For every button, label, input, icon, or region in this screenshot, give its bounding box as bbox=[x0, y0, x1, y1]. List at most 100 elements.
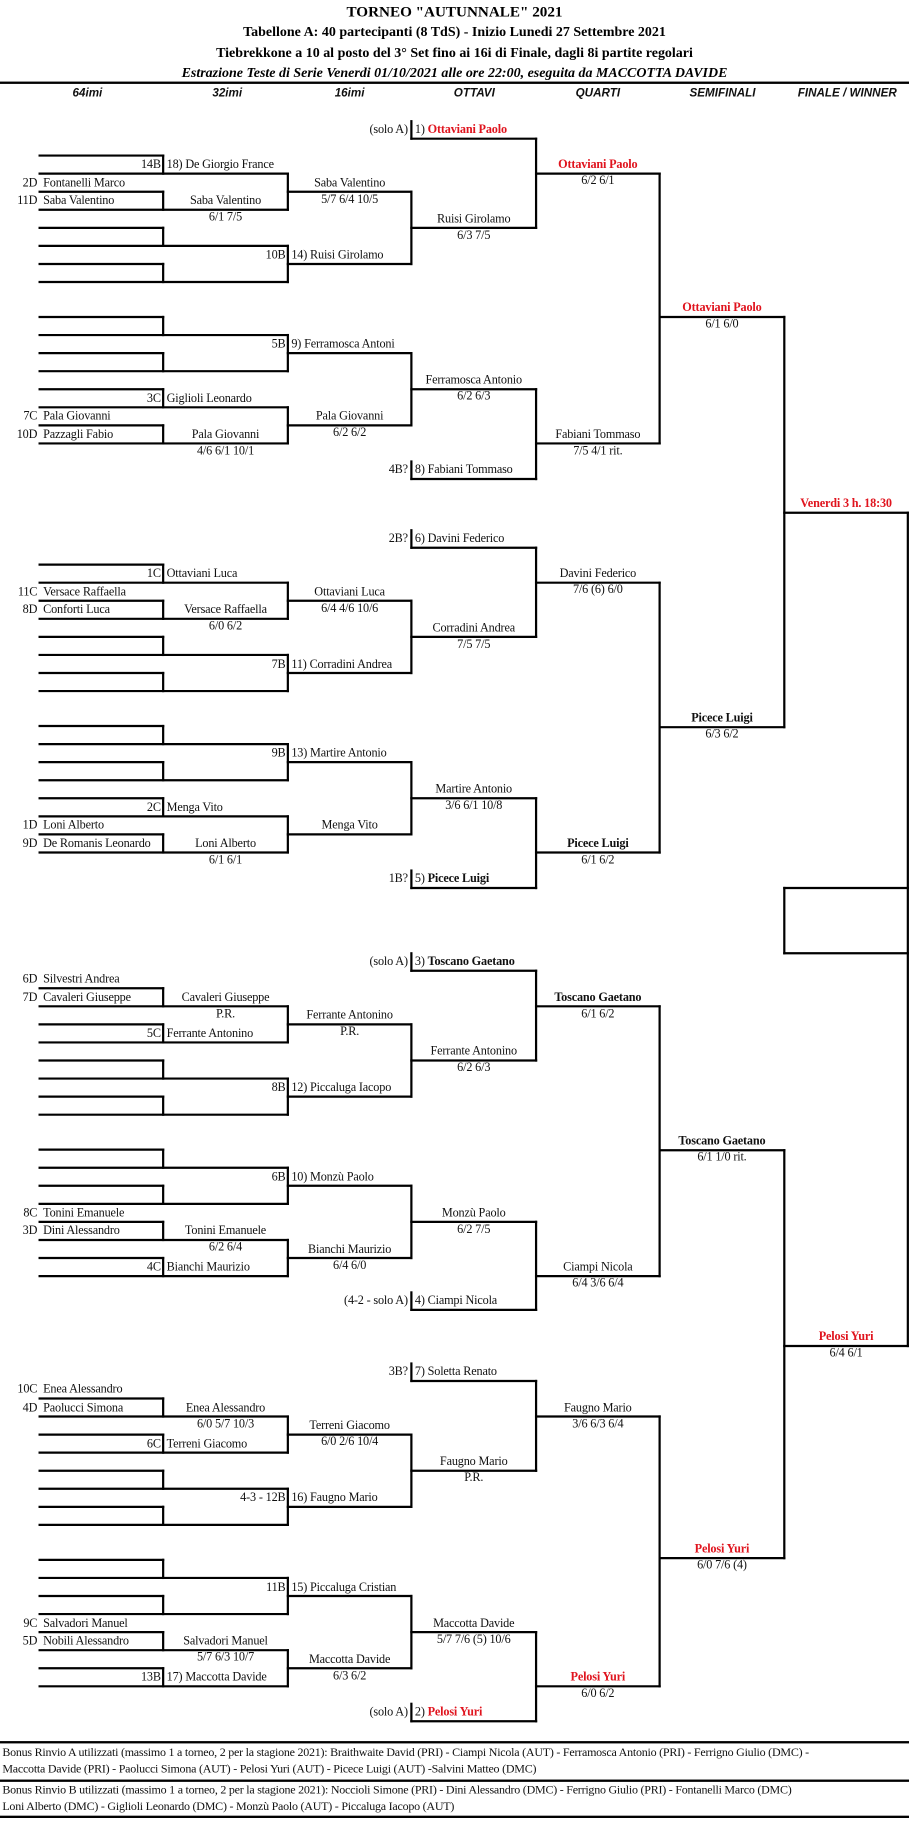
bonus-a-line-2: Maccotta Davide (PRI) - Paolucci Simona … bbox=[2, 1763, 537, 1777]
32imi-winner-score: 6/0 5/7 10/3 bbox=[196, 1417, 255, 1431]
bonus-b-line-1: Bonus Rinvio B utilizzati (massimo 1 a t… bbox=[2, 1784, 792, 1798]
32imi-entry-seed-code: 13B bbox=[140, 1671, 161, 1684]
32imi-entry-player: 18) De Giorgio France bbox=[166, 158, 274, 172]
64imi-player: Salvadori Manuel bbox=[43, 1616, 128, 1630]
final-schedule-name: Venerdi 3 h. 18:30 bbox=[800, 497, 892, 511]
seed-entry-q2-bottom: 5) Picece Luigi bbox=[415, 873, 489, 887]
32imi-entry-seed-code: 3C bbox=[146, 392, 161, 405]
seed-prefix: (4-2 - solo A) bbox=[344, 1294, 408, 1308]
64imi-seed-code: 6D bbox=[22, 973, 38, 986]
32imi-entry-seed-code: 6C bbox=[146, 1437, 161, 1451]
seed-entry-q3-bottom: 4) Ciampi Nicola bbox=[415, 1295, 497, 1309]
64imi-seed-code: 9C bbox=[23, 1616, 38, 1630]
16imi-winner-name: Maccotta Davide bbox=[308, 1653, 391, 1666]
tournament-title: TORNEO "AUTUNNALE" 2021 bbox=[346, 2, 563, 20]
16imi-entry-player: 12) Piccaluga Iacopo bbox=[291, 1081, 392, 1095]
bonus-b-line-2: Loni Alberto (DMC) - Giglioli Leonardo (… bbox=[2, 1800, 455, 1814]
seed-number: 3) bbox=[414, 955, 425, 969]
32imi-winner-name: Salvadori Manuel bbox=[183, 1635, 268, 1648]
seed-entry-q2-top: 6) Davini Federico bbox=[415, 533, 504, 547]
column-header-16imi: 16imi bbox=[334, 87, 365, 101]
32imi-entry-player: Giglioli Leonardo bbox=[166, 392, 252, 405]
seed-prefix: (solo A) bbox=[369, 955, 408, 969]
16imi-winner-name: Terreni Giacomo bbox=[309, 1419, 390, 1433]
seed-prefix: 1B? bbox=[388, 872, 408, 886]
column-header-finale: FINALE / WINNER bbox=[797, 87, 897, 101]
column-header-semifinali: SEMIFINALI bbox=[689, 87, 756, 101]
seed-entry-q1-bottom: 8) Fabiani Tommaso bbox=[415, 464, 513, 478]
quarti-winner-score: 7/6 (6) 6/0 bbox=[572, 583, 623, 597]
32imi-winner-name: Cavaleri Giuseppe bbox=[181, 991, 270, 1004]
quarti-winner-score: 6/1 6/2 bbox=[581, 1007, 615, 1021]
ottavi-winner-score: 6/3 7/5 bbox=[457, 228, 491, 242]
quarti-winner-name: Toscano Gaetano bbox=[554, 991, 642, 1004]
16imi-entry-player: 10) Monzù Paolo bbox=[291, 1170, 374, 1184]
ottavi-winner-name: Maccotta Davide bbox=[433, 1616, 515, 1630]
32imi-entry-seed-code: 2C bbox=[146, 801, 161, 815]
64imi-seed-code: 11D bbox=[17, 194, 38, 208]
16imi-winner-score: 6/0 2/6 10/4 bbox=[321, 1435, 379, 1449]
seed-prefix: 3B? bbox=[388, 1365, 408, 1379]
ottavi-winner-name: Monzù Paolo bbox=[441, 1206, 506, 1220]
16imi-entry-player: 13) Martire Antonio bbox=[291, 747, 387, 760]
seed-entry-q1-top: 1) Ottaviani Paolo bbox=[415, 124, 507, 138]
64imi-player: Enea Alessandro bbox=[43, 1383, 123, 1397]
column-header-32imi: 32imi bbox=[212, 87, 243, 101]
seed-prefix: (solo A) bbox=[369, 123, 408, 137]
bonus-divider bbox=[0, 1779, 909, 1782]
32imi-winner-name: Loni Alberto bbox=[195, 837, 256, 851]
seed-prefix: (solo A) bbox=[369, 1706, 408, 1719]
32imi-entry-player: Bianchi Maurizio bbox=[166, 1260, 250, 1274]
32imi-entry-player: Ferrante Antonino bbox=[166, 1027, 254, 1041]
ottavi-winner-score: 7/5 7/5 bbox=[457, 638, 491, 651]
semifinal-winner-score: 6/3 6/2 bbox=[705, 728, 739, 742]
ottavi-winner-name: Faugno Mario bbox=[439, 1455, 508, 1469]
64imi-player: Paolucci Simona bbox=[43, 1401, 124, 1415]
seed-number: 5) bbox=[414, 872, 425, 886]
32imi-winner-name: Versace Raffaella bbox=[184, 603, 267, 617]
16imi-winner-score: P.R. bbox=[340, 1025, 360, 1039]
64imi-player: Fontanelli Marco bbox=[43, 176, 125, 190]
64imi-player: Conforti Luca bbox=[43, 603, 110, 617]
32imi-entry-player: 17) Maccotta Davide bbox=[166, 1671, 267, 1684]
seed-player-name: Ciampi Nicola bbox=[427, 1294, 498, 1308]
32imi-entry-seed-code: 14B bbox=[140, 158, 161, 172]
16imi-entry-seed-code: 7B bbox=[271, 657, 286, 671]
64imi-seed-code: 1D bbox=[22, 819, 38, 833]
16imi-entry-seed-code: 4-3 - 12B bbox=[240, 1491, 286, 1505]
16imi-winner-name: Ottaviani Luca bbox=[314, 585, 385, 599]
seed-entry-q4-top: 7) Soletta Renato bbox=[415, 1366, 497, 1380]
16imi-entry-player: 11) Corradini Andrea bbox=[291, 657, 393, 671]
seed-player-name: Soletta Renato bbox=[427, 1365, 497, 1379]
bonus-bottom-border bbox=[0, 1815, 909, 1819]
16imi-entry-seed-code: 11B bbox=[266, 1580, 286, 1594]
32imi-entry-player: Menga Vito bbox=[166, 801, 223, 815]
32imi-winner-name: Pala Giovanni bbox=[191, 428, 260, 442]
seed-entry-q4-bottom: 2) Pelosi Yuri bbox=[414, 1706, 483, 1720]
seed-number: 2) bbox=[414, 1706, 425, 1719]
64imi-seed-code: 7C bbox=[23, 410, 38, 424]
32imi-winner-score: 4/6 6/1 10/1 bbox=[196, 444, 255, 458]
64imi-seed-code: 11C bbox=[17, 585, 38, 599]
seed-draw-info: Estrazione Teste di Serie Venerdi 01/10/… bbox=[181, 64, 728, 81]
16imi-winner-name: Ferrante Antonino bbox=[306, 1009, 393, 1023]
64imi-seed-code: 7D bbox=[22, 991, 38, 1004]
quarti-winner-name: Picece Luigi bbox=[567, 837, 629, 851]
seed-prefix: 4B? bbox=[388, 463, 408, 477]
seed-player-name: Pelosi Yuri bbox=[427, 1706, 483, 1719]
seed-player-name: Picece Luigi bbox=[427, 872, 490, 886]
quarti-winner-name: Ottaviani Paolo bbox=[558, 158, 638, 172]
64imi-player: Pazzagli Fabio bbox=[43, 428, 114, 442]
16imi-winner-score: 6/4 6/0 bbox=[333, 1259, 367, 1273]
32imi-winner-score: 6/1 6/1 bbox=[208, 853, 243, 867]
16imi-winner-name: Bianchi Maurizio bbox=[308, 1242, 392, 1256]
quarti-winner-score: 6/0 6/2 bbox=[581, 1687, 615, 1701]
16imi-entry-player: 9) Ferramosca Antoni bbox=[291, 337, 395, 351]
seed-number: 8) bbox=[414, 463, 425, 477]
bonus-top-border bbox=[0, 1741, 909, 1744]
16imi-entry-player: 15) Piccaluga Cristian bbox=[291, 1580, 397, 1594]
column-header-64imi: 64imi bbox=[72, 87, 103, 101]
semifinal-winner-score: 6/1 1/0 rit. bbox=[697, 1151, 747, 1165]
32imi-winner-score: 6/0 6/2 bbox=[208, 619, 243, 633]
